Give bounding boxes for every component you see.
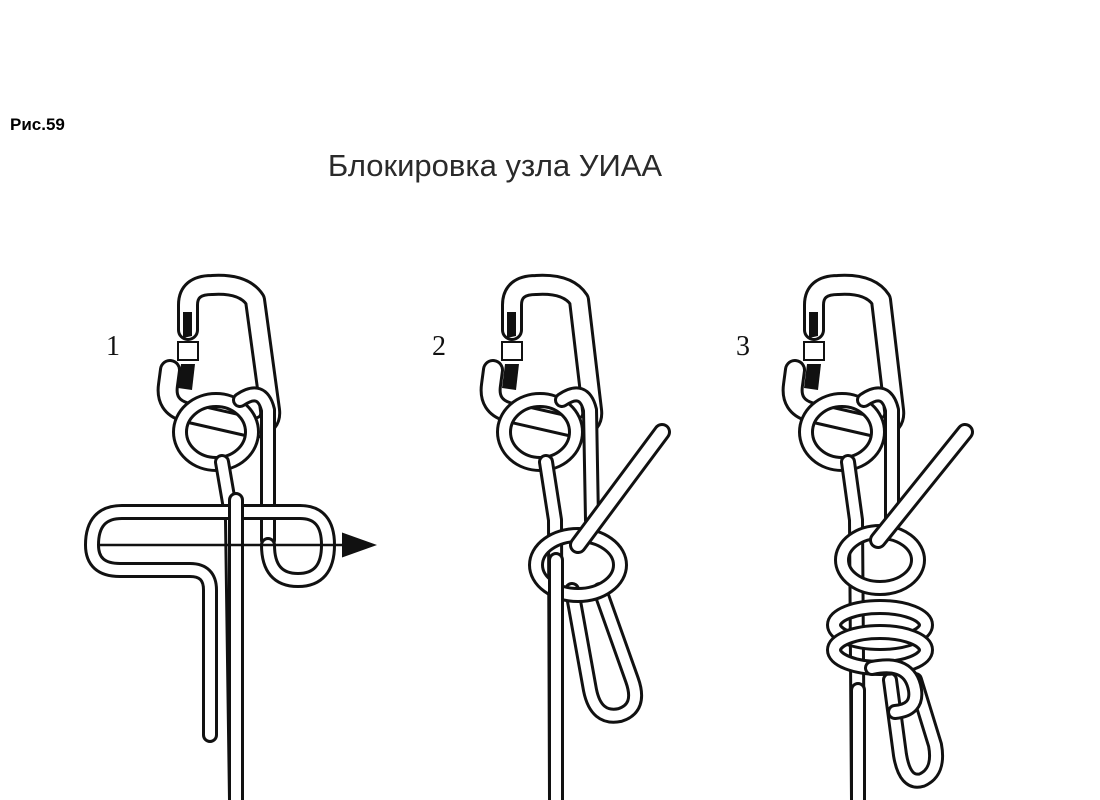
step-3-number: 3 [736, 331, 750, 362]
step-2-number: 2 [432, 331, 446, 362]
diagram-title: Блокировка узла УИАА [327, 148, 663, 183]
step-3-illustration: 3 [736, 273, 974, 800]
step-3-rope [798, 386, 974, 800]
figure-label: Рис.59 [10, 115, 65, 134]
step-1-number: 1 [106, 331, 120, 362]
step-1-rope [84, 386, 336, 800]
step-1-illustration: 1 [84, 273, 377, 800]
step-2-illustration: 2 [432, 273, 671, 800]
step-2-rope [496, 386, 671, 800]
